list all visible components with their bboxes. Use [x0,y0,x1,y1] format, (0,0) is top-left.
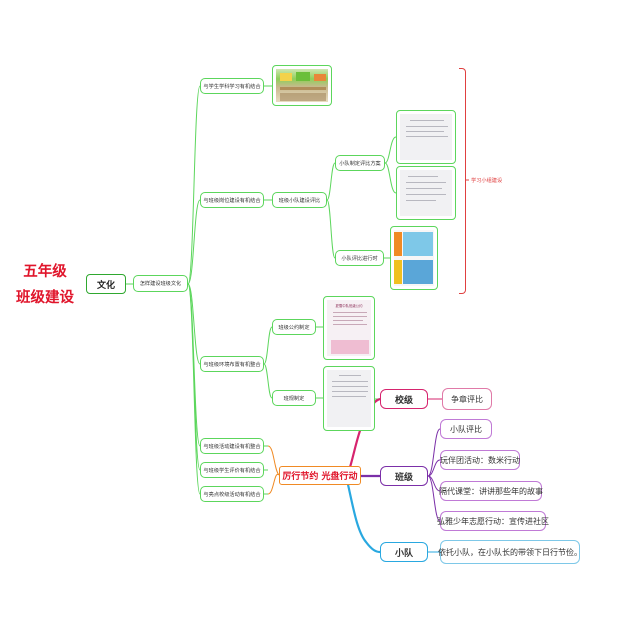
plan-doc-photo-2[interactable] [396,166,456,220]
branch-study[interactable]: 与学生学科学习有机结合 [200,78,264,94]
branch-evaluation[interactable]: 与班级学生评价有机结合 [200,462,264,478]
activity-node[interactable]: 厉行节约 光盘行动 [279,466,361,485]
branch-activity[interactable]: 与班级活动建设有机整合 [200,438,264,454]
level-team-node[interactable]: 小队 [380,542,428,562]
class-item-playmate-group[interactable]: 玩伴团活动：数米行动 [440,450,520,470]
classroom-photo[interactable] [272,65,332,106]
plan-doc-photo-1[interactable] [396,110,456,164]
branch-post[interactable]: 与班级岗位建设有机结合 [200,192,264,208]
level-school-node[interactable]: 校级 [380,389,428,409]
level1-node[interactable]: 怎样建设班级文化 [133,275,188,292]
convention-node[interactable]: 班级公约制定 [272,319,316,335]
convention-doc-heading: 夏雪中队班级公约 [335,304,363,308]
rules-node[interactable]: 班规制定 [272,390,316,406]
team-item-frugality[interactable]: 依托小队，在小队长的带领下日行节俭。 [438,540,582,564]
team-plan-node[interactable]: 小队制定评比方案 [335,155,385,171]
class-item-generation-class[interactable]: 隔代课堂：讲讲那些年的故事 [439,481,543,501]
study-group-bracket [459,68,466,294]
mindmap-title-line1: 五年级 [23,264,67,280]
school-item-badge-eval[interactable]: 争章评比 [442,388,492,410]
team-eval-node[interactable]: 班级小队建设评比 [272,192,327,208]
level-class-node[interactable]: 班级 [380,466,428,486]
team-progress-photo[interactable] [390,226,438,290]
class-item-volunteer-action[interactable]: 弘雅少年志愿行动：宣传进社区 [437,511,549,531]
team-progress-node[interactable]: 小队评比进行时 [335,250,384,266]
class-item-team-eval[interactable]: 小队评比 [440,419,492,439]
convention-photo[interactable]: 夏雪中队班级公约 [323,296,375,360]
study-group-label: 学习小组建设 [471,178,503,184]
branch-environment[interactable]: 与班级环境布置有机整合 [200,356,264,372]
root-node[interactable]: 文化 [86,274,126,294]
mindmap-title-line2: 班级建设 [16,290,74,306]
branch-school-event[interactable]: 与亮点校级活动有机结合 [200,486,264,502]
rules-photo[interactable] [323,366,375,431]
